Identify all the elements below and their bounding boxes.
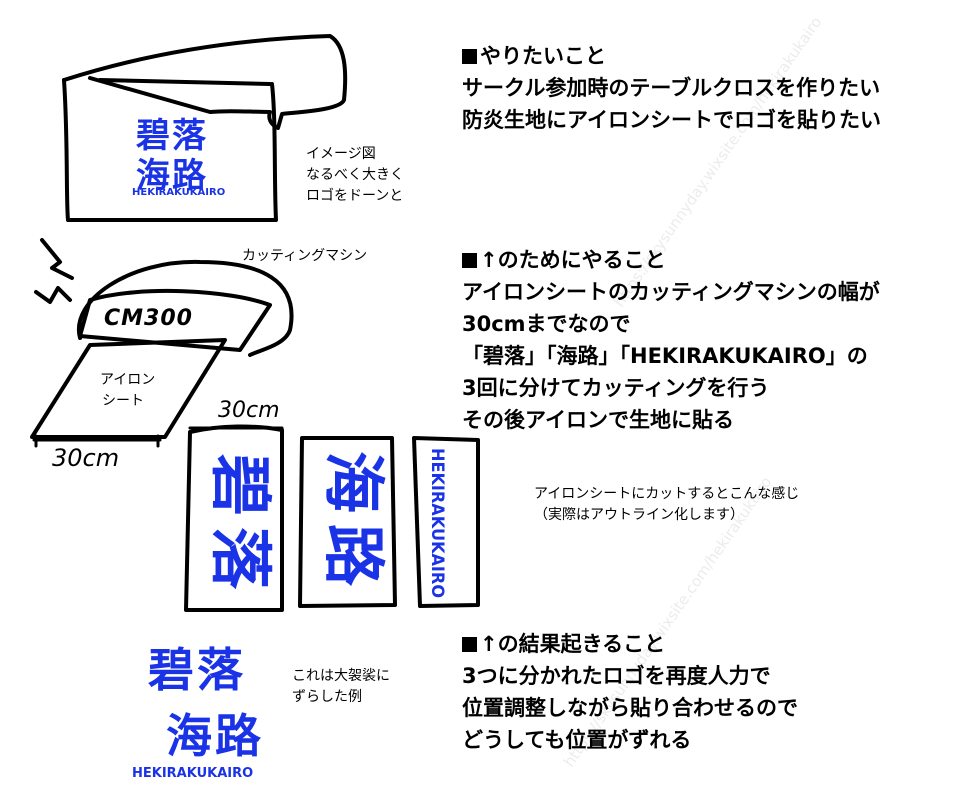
result-line-2: 位置調整しながら貼り合わせるので bbox=[462, 696, 798, 720]
process-heading: ↑のためにやること bbox=[462, 244, 880, 276]
tablecloth-logo-line1: 碧落 bbox=[136, 116, 208, 156]
machine-body bbox=[76, 259, 294, 357]
tablecloth-logo-line2: 海路 bbox=[136, 156, 208, 196]
goal-heading: やりたいこと bbox=[462, 40, 881, 72]
tablecloth-outline bbox=[62, 34, 348, 130]
result-section: ↑の結果起きること 3つに分かれたロゴを再度人力で 位置調整しながら貼り合わせる… bbox=[462, 628, 798, 756]
offset-logo-romaji: HEKIRAKUKAIRO bbox=[132, 766, 254, 781]
tablecloth-logo-romaji: HEKIRAKUKAIRO bbox=[132, 187, 226, 198]
sheet-dimension-line bbox=[32, 434, 162, 448]
machine-opening bbox=[78, 288, 272, 352]
machine-spark-icon bbox=[34, 238, 74, 304]
process-line-5: その後アイロンで生地に貼る bbox=[462, 408, 734, 432]
iron-sheet-outline bbox=[30, 338, 227, 439]
process-line-1: アイロンシートのカッティングマシンの幅が bbox=[462, 280, 880, 304]
process-line-3: 「碧落」「海路」「HEKIRAKUKAIRO」の bbox=[462, 344, 868, 368]
offset-note: これは大袈裟に ずらした例 bbox=[292, 666, 390, 708]
image-note: イメージ図 なるべく大きく ロゴをドーンと bbox=[306, 144, 404, 207]
iron-sheet-label-line-2: シート bbox=[102, 393, 144, 409]
square-bullet-icon bbox=[462, 637, 477, 652]
result-line-1: 3つに分かれたロゴを再度人力で bbox=[462, 664, 771, 688]
process-section: ↑のためにやること アイロンシートのカッティングマシンの幅が 30cmまでなので… bbox=[462, 244, 880, 436]
goal-line-2: 防炎生地にアイロンシートでロゴを貼りたい bbox=[462, 108, 881, 132]
cut-sheet-3 bbox=[412, 436, 480, 608]
cut-sheets-note-line-1: アイロンシートにカットするとこんな感じ bbox=[534, 486, 800, 502]
cut-sheets-note: アイロンシートにカットするとこんな感じ （実際はアウトライン化します） bbox=[534, 484, 799, 526]
offset-note-line-2: ずらした例 bbox=[292, 689, 362, 705]
machine-model-label: CM300 bbox=[104, 306, 193, 331]
cut-sheet-2 bbox=[298, 436, 397, 608]
cut-glyph-3: 海 bbox=[317, 451, 390, 513]
result-heading: ↑の結果起きること bbox=[462, 628, 798, 660]
cut-glyph-4: 路 bbox=[317, 524, 390, 587]
offset-note-line-1: これは大袈裟に bbox=[292, 668, 390, 684]
image-note-line-1: イメージ図 bbox=[306, 146, 376, 162]
goal-section: やりたいこと サークル参加時のテーブルクロスを作りたい 防炎生地にアイロンシート… bbox=[462, 40, 881, 136]
square-bullet-icon bbox=[462, 253, 477, 268]
process-line-2: 30cmまでなので bbox=[462, 312, 631, 336]
iron-sheet-label: アイロン シート bbox=[100, 370, 155, 412]
tablecloth-top-edge bbox=[98, 78, 272, 86]
goal-line-1: サークル参加時のテーブルクロスを作りたい bbox=[462, 76, 881, 100]
cut-glyph-2: 落 bbox=[204, 527, 277, 590]
cut-glyph-1: 碧 bbox=[204, 454, 277, 516]
image-note-line-2: なるべく大きく bbox=[306, 167, 404, 183]
square-bullet-icon bbox=[462, 49, 477, 64]
offset-logo-line1: 碧落 bbox=[148, 643, 246, 697]
result-line-3: どうしても位置がずれる bbox=[462, 728, 692, 752]
cut-sheet-width-label: 30cm bbox=[218, 398, 280, 423]
offset-logo-line2: 海路 bbox=[166, 709, 264, 763]
machine-label: カッティングマシン bbox=[242, 248, 368, 264]
process-line-4: 3回に分けてカッティングを行う bbox=[462, 376, 770, 400]
cut-romaji-vertical: HEKIRAKUKAIRO bbox=[427, 448, 447, 598]
iron-sheet-label-line-1: アイロン bbox=[100, 372, 156, 388]
image-note-line-3: ロゴをドーンと bbox=[306, 188, 404, 204]
sheet-width-label: 30cm bbox=[52, 444, 120, 472]
cut-sheets-note-line-2: （実際はアウトライン化します） bbox=[534, 507, 744, 523]
tablecloth-front bbox=[62, 78, 278, 222]
